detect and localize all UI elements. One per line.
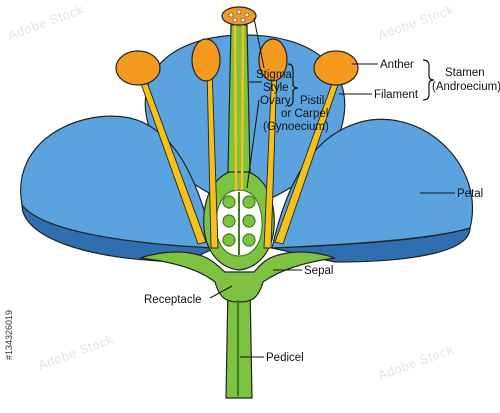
stock-id-text: #134326019 <box>4 310 14 360</box>
label-petal: Petal <box>457 188 483 200</box>
ovule <box>222 195 236 209</box>
sepals-receptacle <box>139 251 336 303</box>
ovary-leader <box>246 99 260 189</box>
label-stigma: Stigma <box>256 69 292 81</box>
watermark-text-5: Adobe Stock <box>36 332 116 373</box>
label-pedicel: Pedicel <box>266 352 304 364</box>
pollen-tube <box>233 23 238 191</box>
label-ovary: Ovary <box>260 95 291 107</box>
label-gynoecium: (Gynoecium) <box>263 121 329 133</box>
watermark-text-1: Adobe Stock <box>6 2 86 43</box>
anther-outer-left <box>115 50 161 86</box>
stigma-dot <box>232 17 238 23</box>
ovules <box>222 195 256 247</box>
stigma-leader <box>253 17 265 69</box>
anther-inner-left <box>191 38 221 82</box>
stamen-brace <box>422 59 435 101</box>
pollen-tube <box>240 23 245 191</box>
leader-lines <box>209 17 455 358</box>
stigma-dots <box>228 9 250 23</box>
label-filament: Filament <box>374 89 419 101</box>
label-or-carpel: or Carpel <box>281 108 328 120</box>
label-androecium: (Androecium) <box>432 81 500 93</box>
style <box>227 24 251 173</box>
anther-inner-right <box>258 38 288 82</box>
label-receptacle: Receptacle <box>144 294 202 306</box>
label-style: Style <box>263 82 289 94</box>
watermark-text-6: Adobe Stock <box>376 342 456 383</box>
ovule <box>242 195 256 209</box>
ovule <box>242 233 256 247</box>
stigma-dot <box>240 17 246 23</box>
receptacle-leader <box>209 285 233 299</box>
label-anther: Anther <box>380 59 414 71</box>
stigma <box>221 6 257 26</box>
ovule <box>222 233 236 247</box>
ovule <box>222 214 236 228</box>
label-pistil: Pistil <box>300 95 324 107</box>
stigma-dot <box>244 12 250 18</box>
stigma-dot <box>236 9 242 15</box>
label-sepal: Sepal <box>304 265 333 277</box>
label-stamen: Stamen <box>445 67 485 79</box>
stigma-dot <box>228 12 234 18</box>
anther-outer-right <box>313 50 359 86</box>
ovule <box>242 214 256 228</box>
pistil-brace <box>287 63 299 107</box>
watermark-text-2: Adobe Stock <box>376 2 456 43</box>
